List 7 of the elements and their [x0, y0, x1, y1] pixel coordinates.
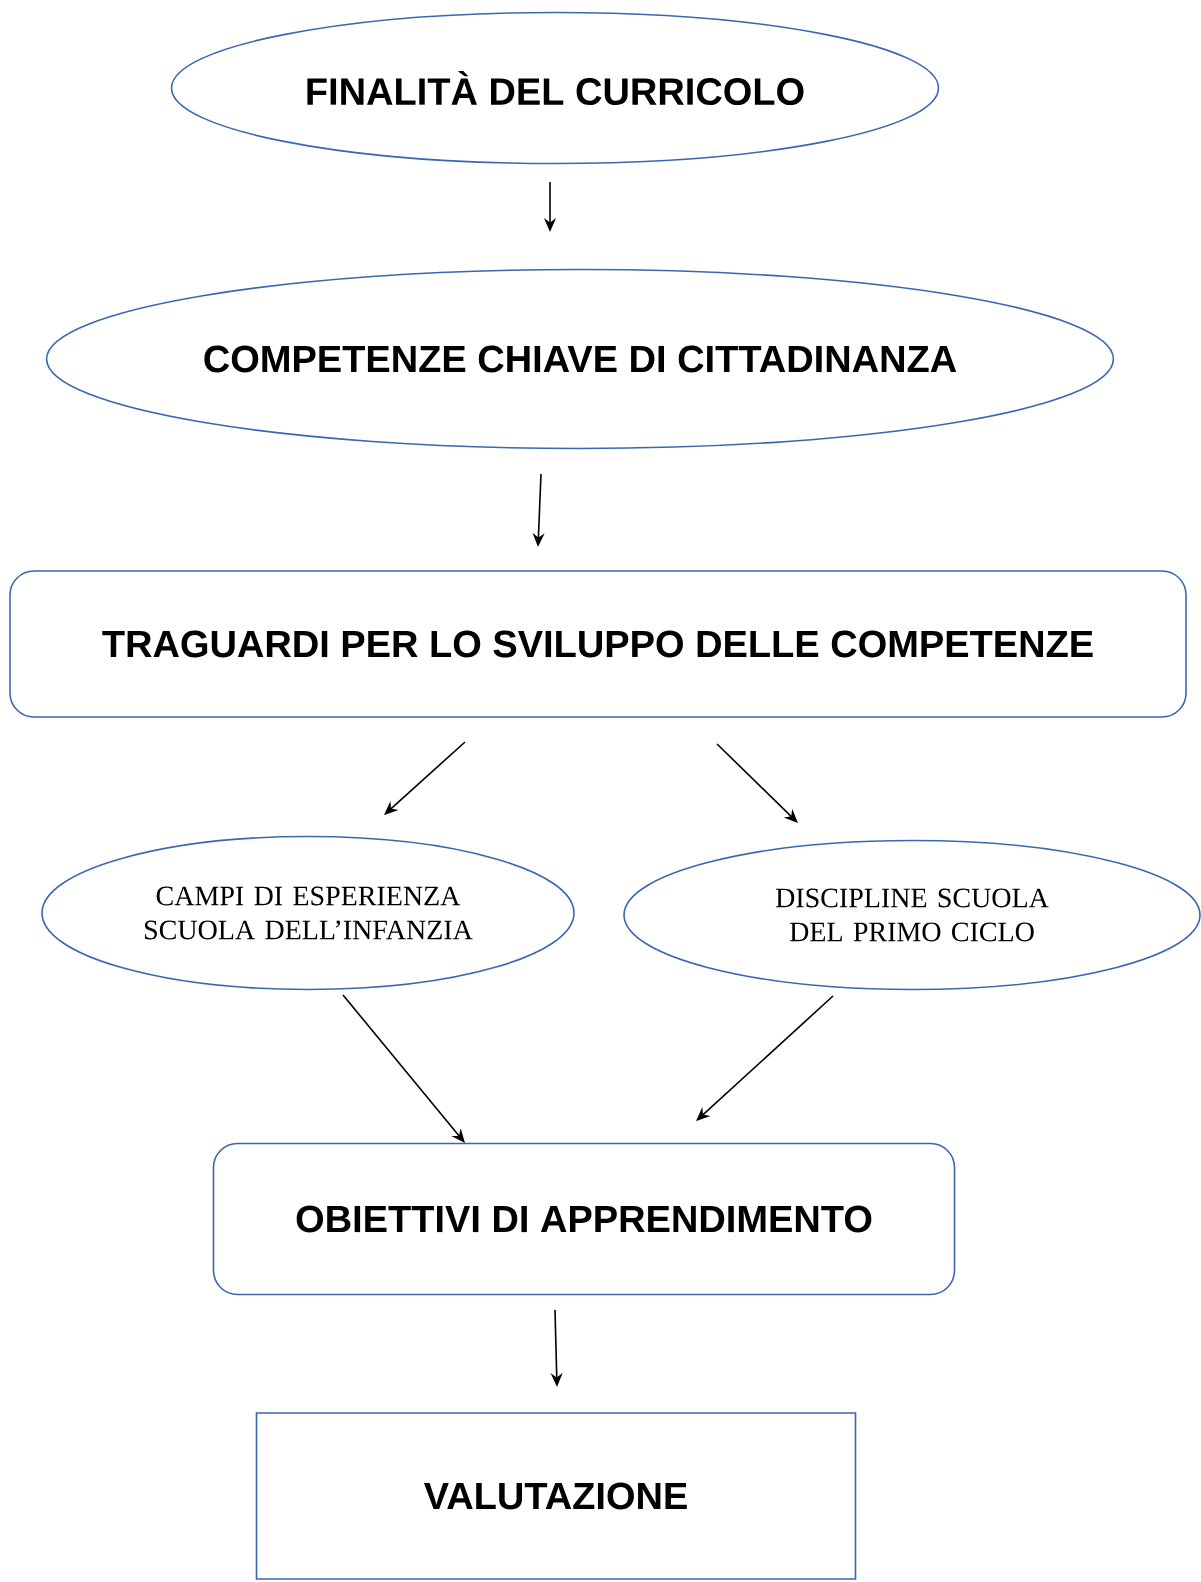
arrow — [342, 994, 465, 1143]
box: VALUTAZIONE — [255, 1412, 857, 1580]
arrow — [716, 743, 798, 823]
rounded-box: OBIETTIVI DI APPRENDIMENTO — [212, 1142, 956, 1296]
arrow — [696, 995, 834, 1121]
rounded-box: TRAGUARDI PER LO SVILUPPO DELLE COMPETENZE — [9, 570, 1187, 718]
arrow — [384, 741, 466, 815]
